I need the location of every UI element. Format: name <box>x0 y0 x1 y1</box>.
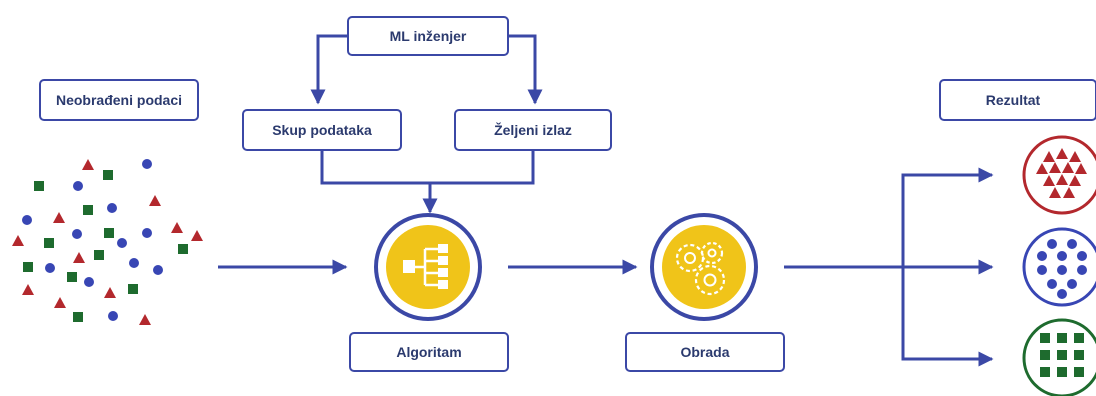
arrow-to-green-cluster <box>901 267 994 367</box>
processing-box: Obrada <box>625 332 785 372</box>
raw-squares <box>23 170 188 322</box>
arrow-engineer-to-output <box>508 34 543 105</box>
raw-data-label: Neobrađeni podaci <box>56 92 182 108</box>
engineer-box: ML inženjer <box>347 16 509 56</box>
processing-node <box>650 213 758 321</box>
raw-data-scatter <box>12 159 203 325</box>
red-cluster <box>1022 135 1096 215</box>
raw-data-box: Neobrađeni podaci <box>39 79 199 121</box>
dataset-box: Skup podataka <box>242 109 402 151</box>
processing-label: Obrada <box>680 344 729 360</box>
algorithm-label: Algoritam <box>396 344 461 360</box>
connector-inputs-merge <box>320 150 535 185</box>
connectors <box>218 34 994 367</box>
algorithm-node <box>374 213 482 321</box>
gears-icon <box>675 241 726 296</box>
hierarchy-icon <box>403 244 448 289</box>
dataset-label: Skup podataka <box>272 122 372 138</box>
desired-output-label: Željeni izlaz <box>494 121 572 138</box>
algorithm-box: Algoritam <box>349 332 509 372</box>
green-cluster <box>1022 318 1096 396</box>
arrow-engineer-to-dataset <box>310 34 348 105</box>
raw-triangles <box>12 159 203 325</box>
arrow-to-red-cluster <box>901 167 994 267</box>
desired-output-box: Željeni izlaz <box>454 109 612 151</box>
engineer-label: ML inženjer <box>390 28 467 44</box>
result-box: Rezultat <box>939 79 1096 121</box>
raw-circles <box>22 159 163 321</box>
result-label: Rezultat <box>986 92 1041 108</box>
blue-cluster <box>1022 227 1096 307</box>
